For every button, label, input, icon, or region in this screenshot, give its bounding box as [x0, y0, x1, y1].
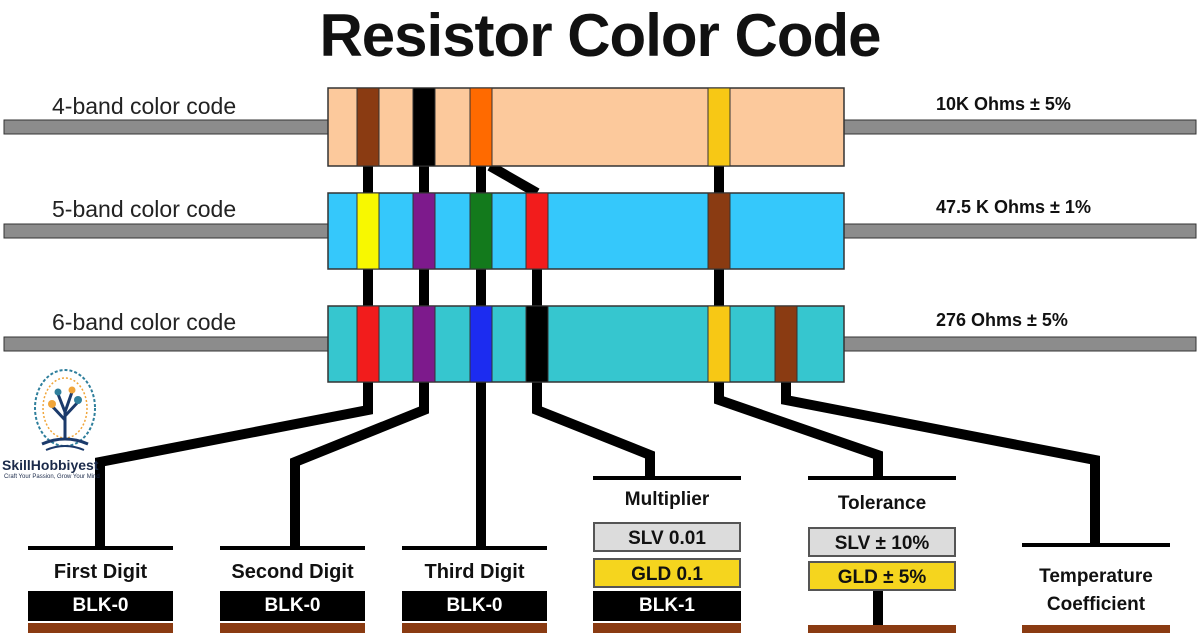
skillhobbiyest-logo-icon — [34, 369, 96, 451]
resistor-band-black — [525, 305, 549, 383]
lead-right — [841, 223, 1197, 239]
temp-coeff-cell-next — [1022, 625, 1170, 633]
multiplier-cell-next — [593, 623, 741, 633]
connector-line — [487, 161, 540, 198]
lead-left — [3, 336, 331, 352]
heading-second-digit: Second Digit — [231, 561, 354, 583]
row-label-5band: 5-band color code — [52, 196, 237, 222]
tolerance-cell-next — [808, 625, 956, 633]
row-value-5band: 47.5 K Ohms ± 1% — [936, 197, 1091, 217]
heading-tolerance: Tolerance — [837, 493, 927, 514]
resistor-band-red — [525, 192, 549, 270]
lead-right — [841, 336, 1197, 352]
heading-temperature-coefficient: Temperature Coefficient — [1022, 563, 1170, 619]
heading-temp-line2: Coefficient — [1046, 594, 1146, 615]
tolerance-cell-slv: SLV ± 10% — [808, 527, 956, 557]
connector-line — [532, 382, 655, 478]
lead-left — [3, 223, 331, 239]
second-digit-cell-next — [220, 623, 365, 633]
resistor-band-gold — [707, 305, 731, 383]
multiplier-cell-slv: SLV 0.01 — [593, 522, 741, 552]
lead-left — [3, 119, 331, 135]
multiplier-cell-gld: GLD 0.1 — [593, 558, 741, 588]
heading-multiplier: Multiplier — [624, 489, 710, 510]
row-value-4band: 10K Ohms ± 5% — [936, 94, 1071, 114]
heading-third-digit: Third Digit — [424, 561, 525, 583]
resistor-band-brown — [774, 305, 798, 383]
second-digit-cell-blk: BLK-0 — [220, 591, 365, 621]
third-digit-cell-blk: BLK-0 — [402, 591, 547, 621]
resistor-body — [327, 87, 845, 167]
resistor-band-gold — [707, 87, 731, 167]
resistor-band-violet — [412, 192, 436, 270]
row-label-4band: 4-band color code — [52, 93, 237, 119]
lead-right — [841, 119, 1197, 135]
resistor-band-red — [356, 305, 380, 383]
page-title: Resistor Color Code — [319, 2, 881, 69]
first-digit-cell-next — [28, 623, 173, 633]
connector-line — [95, 382, 373, 548]
connector-line — [290, 382, 429, 548]
logo-brand-name: SkillHobbiyest — [2, 457, 99, 473]
resistor-body — [327, 192, 845, 270]
row-label-6band: 6-band color code — [52, 309, 237, 335]
heading-first-digit: First Digit — [53, 561, 148, 583]
resistor-band-yellow — [356, 192, 380, 270]
connector-line — [714, 382, 883, 478]
resistor-body — [327, 305, 845, 383]
third-digit-cell-next — [402, 623, 547, 633]
resistor-band-green — [469, 192, 493, 270]
heading-temp-line1: Temperature — [1039, 566, 1153, 587]
resistor-band-brown — [356, 87, 380, 167]
connector-line — [781, 382, 1100, 545]
first-digit-cell-blk: BLK-0 — [28, 591, 173, 621]
tolerance-cell-gld: GLD ± 5% — [808, 561, 956, 591]
resistor-band-violet — [412, 305, 436, 383]
multiplier-cell-blk: BLK-1 — [593, 591, 741, 621]
row-value-6band: 276 Ohms ± 5% — [936, 310, 1068, 330]
resistor-band-brown — [707, 192, 731, 270]
logo-tagline: Craft Your Passion, Grow Your Mind — [4, 474, 100, 480]
resistor-band-black — [412, 87, 436, 167]
resistor-band-orange — [469, 87, 493, 167]
resistor-band-blue — [469, 305, 493, 383]
